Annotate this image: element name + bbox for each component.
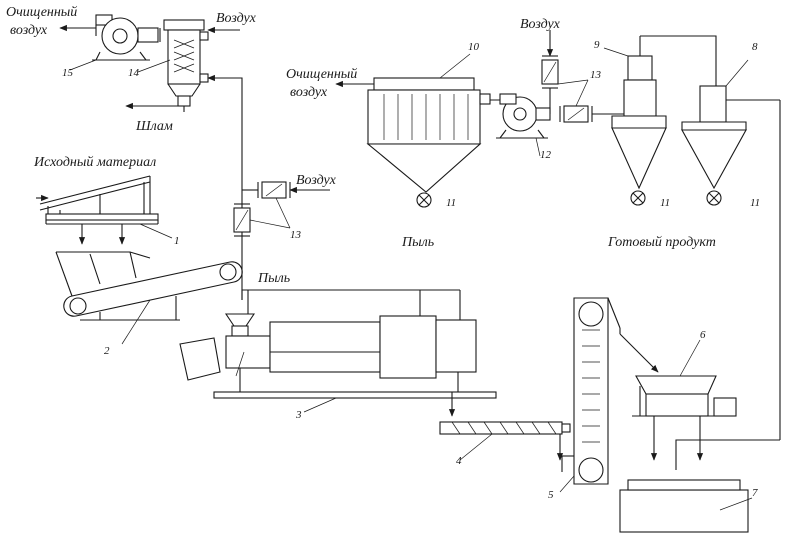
duct-dryer-to-scrubber [207, 74, 243, 300]
num-13a: 13 [590, 69, 602, 81]
cyclone-8 [675, 59, 781, 470]
label-dust-1: Пыль [401, 235, 434, 250]
label-sludge: Шлам [135, 119, 173, 134]
dryer-3 [179, 289, 497, 417]
label-dust-2: Пыль [257, 271, 290, 286]
num-14: 14 [128, 67, 140, 79]
num-10: 10 [468, 41, 480, 53]
num-8: 8 [752, 41, 758, 53]
label-air-middle: Воздух [296, 173, 337, 188]
bin-7 [619, 479, 753, 533]
label-source-material: Исходный материал [33, 155, 156, 170]
valve-13-middle [233, 181, 330, 237]
fan-12 [480, 93, 551, 157]
cyclone-9 [603, 35, 717, 206]
valve-13-top [541, 30, 624, 123]
num-3: 3 [295, 409, 302, 421]
label-clean-air-2b: воздух [290, 85, 328, 100]
label-clean-air-1a: Очищенный [6, 5, 77, 20]
num-11c: 11 [750, 197, 760, 209]
fan-15 [59, 14, 161, 71]
label-air-top-left: Воздух [216, 11, 257, 26]
mixer-6 [632, 339, 737, 461]
label-finished-product: Готовый продукт [607, 235, 716, 250]
num-5: 5 [548, 489, 554, 501]
num-7: 7 [752, 487, 758, 499]
num-6: 6 [700, 329, 706, 341]
num-2: 2 [104, 345, 110, 357]
num-15: 15 [62, 67, 74, 79]
num-11b: 11 [660, 197, 670, 209]
num-9: 9 [594, 39, 600, 51]
num-13b: 13 [290, 229, 302, 241]
scrubber-14 [125, 19, 240, 112]
num-11a: 11 [446, 197, 456, 209]
num-12: 12 [540, 149, 552, 161]
screen-1 [36, 175, 173, 245]
conveyor-2 [55, 251, 243, 345]
label-clean-air-1b: воздух [10, 23, 48, 38]
num-4: 4 [456, 455, 462, 467]
elevator-5 [559, 297, 659, 493]
num-1: 1 [174, 235, 180, 247]
filter-10 [335, 53, 491, 208]
label-air-top-right: Воздух [520, 17, 561, 32]
label-clean-air-2a: Очищенный [286, 67, 357, 82]
screw-4 [439, 421, 571, 461]
